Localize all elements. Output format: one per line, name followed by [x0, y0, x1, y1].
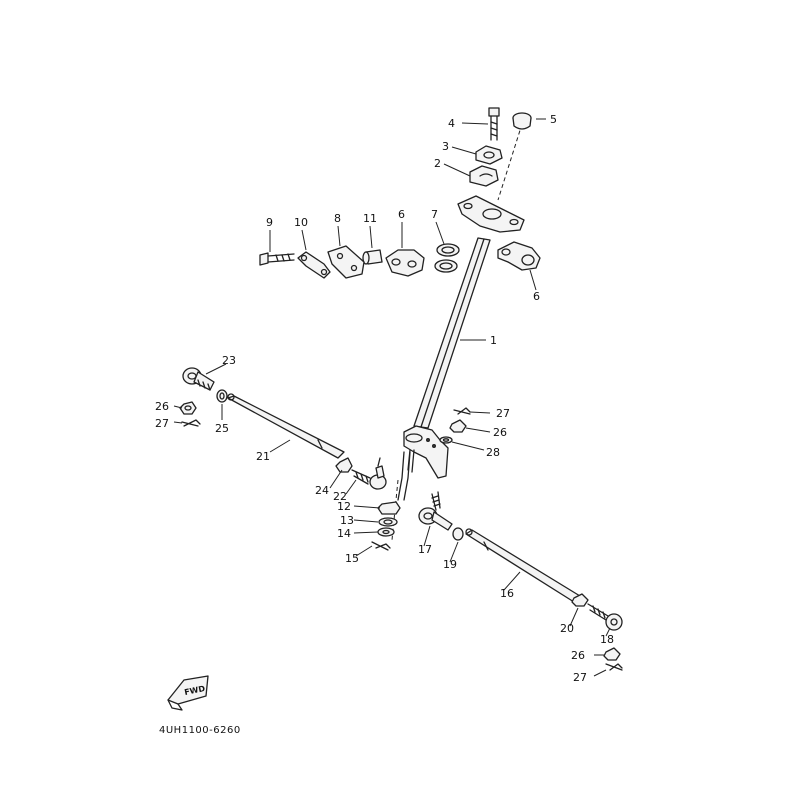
nut-part-26-left [179, 401, 197, 415]
callout-22: 22 [333, 490, 347, 503]
steering-column [397, 195, 525, 501]
callout-23: 23 [222, 354, 236, 367]
clamp-part-6-right [497, 241, 541, 271]
cotter-pin-part-15 [371, 541, 391, 551]
plate-part-8 [327, 245, 365, 279]
cotter-pin-part-27-right [605, 663, 623, 671]
washer-part-19 [452, 527, 464, 541]
tie-rod-end-part-17 [418, 491, 453, 531]
callout-27-upper: 27 [496, 407, 510, 420]
callout-1: 1 [490, 334, 497, 347]
callout-10: 10 [294, 216, 308, 229]
tie-rod-part-21 [227, 393, 345, 459]
nut-part-12 [377, 501, 401, 515]
collar-part-11 [362, 249, 383, 265]
cap-part-5 [512, 112, 532, 130]
callout-6-right: 6 [533, 290, 540, 303]
nut-part-26-right [603, 647, 621, 661]
callout-27-right: 27 [573, 671, 587, 684]
callout-17: 17 [418, 543, 432, 556]
callout-9: 9 [266, 216, 273, 229]
link-part-10 [297, 251, 331, 279]
callout-6-left: 6 [398, 208, 405, 221]
washer-part-14 [377, 527, 395, 537]
tie-rod-end-part-23 [182, 367, 215, 391]
callout-3: 3 [442, 140, 449, 153]
nut-part-26-upper [449, 419, 467, 433]
callout-8: 8 [334, 212, 341, 225]
callout-19: 19 [443, 558, 457, 571]
callouts: 4 5 3 2 1 9 10 8 11 6 7 6 23 26 27 25 21… [155, 113, 614, 684]
washer-part-13 [378, 517, 398, 527]
part-code: 4UH1100-6260 [159, 725, 241, 736]
callout-25: 25 [215, 422, 229, 435]
callout-20: 20 [560, 622, 574, 635]
tie-rod-part-16 [465, 528, 581, 603]
tie-rod-end-part-22 [351, 457, 387, 490]
cotter-pin-part-27-left [181, 419, 201, 427]
callout-5: 5 [550, 113, 557, 126]
callout-18: 18 [600, 633, 614, 646]
callout-24: 24 [315, 484, 329, 497]
tie-rod-end-part-18 [587, 603, 623, 631]
bolt-part-9 [259, 252, 295, 266]
callout-28: 28 [486, 446, 500, 459]
nut-part-20 [571, 593, 589, 607]
callout-12: 12 [337, 500, 351, 513]
axis-line [497, 123, 523, 201]
callout-21: 21 [256, 450, 270, 463]
callout-16: 16 [500, 587, 514, 600]
callout-26-left: 26 [155, 400, 169, 413]
callout-13: 13 [340, 514, 354, 527]
callout-27-left: 27 [155, 417, 169, 430]
callout-2: 2 [434, 157, 441, 170]
callout-4: 4 [448, 117, 455, 130]
callout-7: 7 [431, 208, 438, 221]
fwd-label: FWD [184, 684, 207, 697]
forward-arrow-icon: FWD [167, 675, 209, 711]
callout-15: 15 [345, 552, 359, 565]
cotter-pin-part-27-upper [453, 407, 471, 415]
callout-14: 14 [337, 527, 351, 540]
holder-lower-part-2 [469, 165, 499, 187]
holder-upper-part-3 [475, 145, 503, 165]
washer-part-28 [439, 436, 453, 444]
bolt-part-4 [488, 107, 500, 141]
nut-part-24 [335, 457, 353, 473]
leader-lines [173, 118, 611, 677]
callout-26-upper: 26 [493, 426, 507, 439]
callout-26-right: 26 [571, 649, 585, 662]
bearings-part-7 [434, 243, 460, 273]
clamp-part-6-left [385, 249, 425, 277]
callout-11: 11 [363, 212, 377, 225]
washer-part-25 [216, 389, 228, 403]
